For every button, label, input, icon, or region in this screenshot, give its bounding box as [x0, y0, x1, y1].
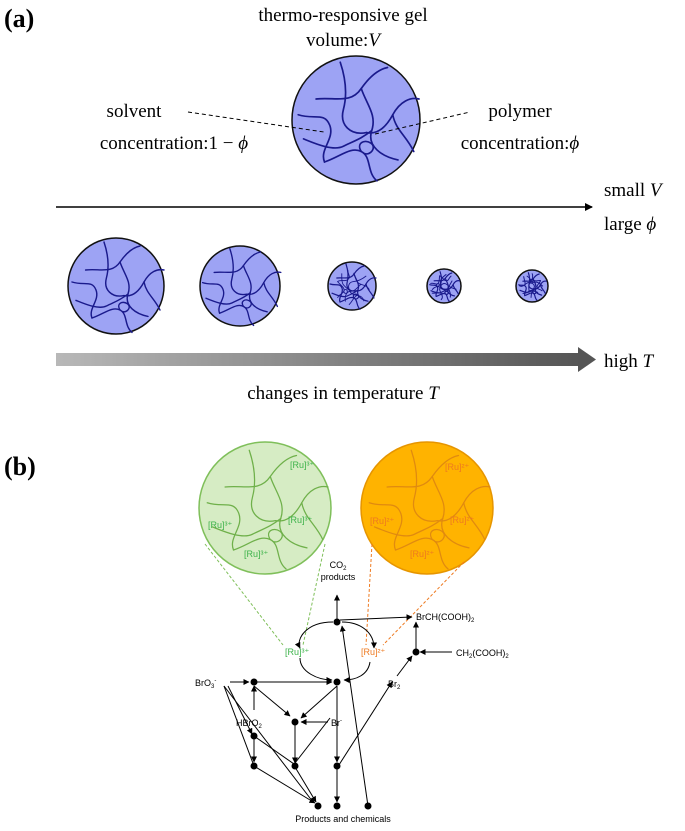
- ru3-circle-label-1: [Ru]³⁺: [290, 460, 315, 470]
- ru-cycle-arrow-bottom: [299, 657, 333, 683]
- ru2-circle-label-1: [Ru]²⁺: [445, 462, 470, 472]
- node-diag-1: [253, 685, 291, 717]
- orange-leader-left: [365, 543, 373, 646]
- temperature-arrow: [56, 347, 596, 372]
- ru2-node-label: [Ru]²⁺: [361, 647, 386, 657]
- high-t-label: high T: [604, 351, 655, 372]
- bromide-label: Br-: [331, 718, 342, 728]
- node-cross: [253, 735, 295, 765]
- malonic-acid-label: CH2(COOH)2: [456, 648, 509, 660]
- ru2-circle-label-4: [Ru]²⁺: [410, 549, 435, 559]
- bro3-down-line: [223, 685, 255, 767]
- brch-label: BrCH(COOH)2: [416, 612, 475, 624]
- green-leader-right: [302, 543, 326, 646]
- ru3-node-label: [Ru]³⁺: [285, 647, 310, 657]
- ru3-circle-label-2: [Ru]³⁺: [208, 520, 233, 530]
- gel-4: [425, 268, 462, 304]
- brch-arrow: [339, 614, 413, 621]
- gel-title: thermo-responsive gel: [258, 5, 427, 26]
- ru2-circle-label-2: [Ru]²⁺: [370, 516, 395, 526]
- products-chemicals-label: Products and chemicals: [295, 814, 391, 824]
- gel-sequence: [67, 237, 549, 335]
- long-diag: [223, 685, 314, 803]
- to-br2-arrow: [336, 681, 393, 769]
- green-leader-left: [204, 543, 284, 646]
- small-v-label: small V: [604, 180, 664, 201]
- co2-label: CO2: [330, 560, 348, 572]
- gel-volume-label: volume:V: [306, 30, 382, 51]
- oxidized-gel: [Ru]³⁺ [Ru]³⁺ [Ru]³⁺ [Ru]³⁺: [198, 441, 332, 575]
- br2-label: Br2: [388, 679, 401, 691]
- gel-1: [67, 237, 165, 335]
- network-nodes: [250, 618, 420, 810]
- ru2-circle-label-3: [Ru]²⁺: [450, 515, 475, 525]
- node-to-product-1: [253, 765, 316, 804]
- panel-b-label: (b): [4, 452, 36, 481]
- br-cross: [294, 717, 331, 764]
- products-top-label: products: [321, 572, 356, 582]
- temperature-caption: changes in temperature T: [247, 383, 440, 404]
- solvent-label: solvent: [107, 101, 163, 122]
- orange-leader-right: [382, 561, 465, 646]
- gel-5: [515, 269, 549, 303]
- bz-reaction-network: [223, 594, 452, 807]
- hbro2-label: HBrO2: [236, 718, 263, 730]
- gel-2: [199, 245, 282, 327]
- polymer-concentration: concentration:ϕ: [461, 133, 580, 154]
- solvent-leader: [187, 111, 325, 133]
- gel-3: [327, 261, 377, 311]
- polymer-leader: [374, 111, 471, 135]
- bro3-label: BrO3-: [195, 678, 216, 690]
- br2-arrow: [396, 655, 413, 677]
- ru3-circle-label-4: [Ru]³⁺: [244, 549, 269, 559]
- ru-oxidation-arrow: [294, 621, 334, 649]
- ru3-circle-label-3: [Ru]³⁺: [288, 515, 313, 525]
- bro3-down-arrow: [227, 685, 253, 735]
- reduced-gel: [Ru]²⁺ [Ru]²⁺ [Ru]²⁺ [Ru]²⁺: [360, 441, 494, 575]
- ru-reduction-arrow: [341, 621, 377, 649]
- chem-to-cycle-arrow: [339, 625, 369, 807]
- ru-cycle-arrow-right: [343, 661, 371, 683]
- solvent-concentration: concentration:1 − ϕ: [100, 133, 248, 154]
- large-gel: [291, 55, 421, 185]
- node-diag-2: [300, 685, 338, 719]
- panel-a-label: (a): [4, 4, 34, 33]
- large-phi-label: large ϕ: [604, 214, 656, 235]
- node-to-product-2: [294, 766, 317, 803]
- polymer-label: polymer: [488, 101, 552, 122]
